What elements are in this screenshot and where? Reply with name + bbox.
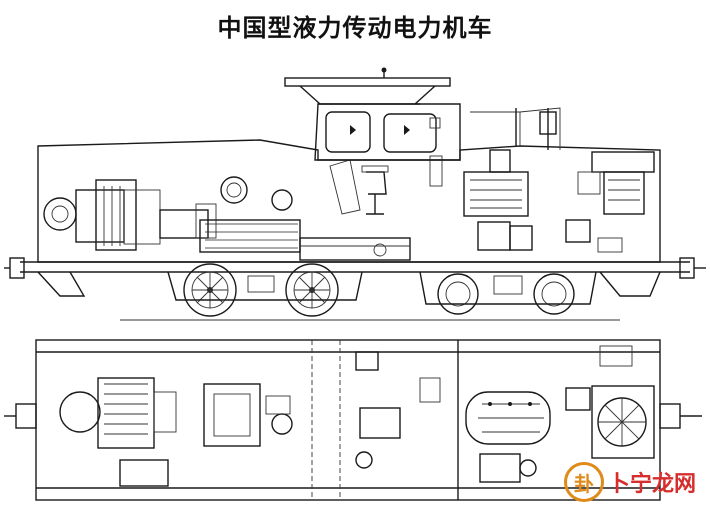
transformer-plan [465, 391, 551, 445]
transformer [463, 108, 557, 217]
watermark-logo-icon: 卦 [563, 462, 604, 502]
watermark-text: 卜宁龙网 [607, 472, 696, 497]
gearbox-plan [203, 383, 293, 447]
traction-motor [43, 179, 161, 251]
gearbox [159, 176, 301, 253]
bogie-rear [419, 271, 597, 315]
driver-cab [314, 103, 461, 215]
driver-seat [361, 165, 389, 215]
motor-plan [59, 377, 177, 449]
pantograph [284, 67, 451, 105]
plan-view [4, 339, 702, 501]
diagram-title: 中国型液力传动电力机车 [217, 14, 493, 42]
fan-unit-plan [565, 345, 655, 459]
underframe [4, 257, 706, 297]
bogie-front [167, 263, 363, 317]
site-watermark: 卦 卜宁龙网 [563, 462, 696, 502]
rear-equipment [477, 151, 655, 253]
side-elevation [4, 67, 706, 321]
hydraulic-unit [299, 237, 411, 261]
